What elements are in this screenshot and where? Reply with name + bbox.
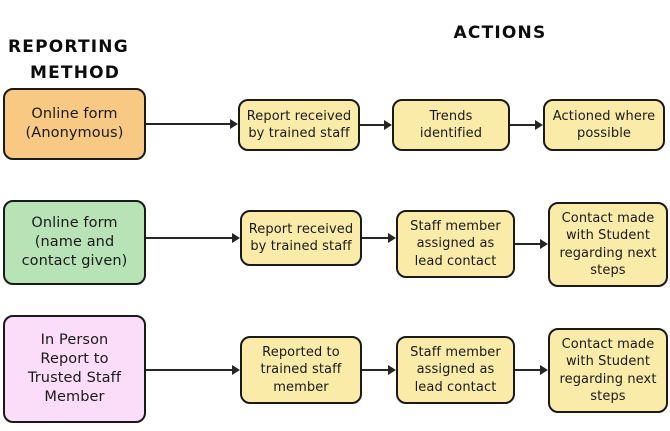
method-node-online-form-named[interactable]: Online form (name and contact given)	[3, 200, 146, 285]
arrow-head-icon	[232, 233, 240, 243]
arrow-row3-method-to-action1	[146, 364, 240, 376]
arrow-row2-action1-to-action2	[362, 232, 396, 244]
action-node-r3-contact-made-with-student[interactable]: Contact made with Student regarding next…	[548, 328, 668, 413]
action-node-r2-staff-member-assigned[interactable]: Staff member assigned as lead contact	[396, 210, 515, 278]
arrow-head-icon	[540, 365, 548, 375]
arrow-shaft	[146, 123, 231, 125]
arrow-head-icon	[384, 120, 392, 130]
method-node-online-form-anonymous[interactable]: Online form (Anonymous)	[3, 88, 146, 160]
arrow-row1-action1-to-action2	[360, 119, 392, 131]
arrow-row3-action1-to-action2	[362, 364, 396, 376]
arrow-shaft	[515, 369, 541, 371]
arrow-head-icon	[232, 365, 240, 375]
action-node-r3-reported-to-trained-staff[interactable]: Reported to trained staff member	[240, 336, 362, 404]
method-node-in-person-report[interactable]: In Person Report to Trusted Staff Member	[3, 315, 146, 423]
arrow-shaft	[515, 243, 541, 245]
column-heading-reporting-method: REPORTING METHOD	[8, 8, 208, 112]
arrow-head-icon	[388, 365, 396, 375]
arrow-shaft	[146, 369, 233, 371]
arrow-shaft	[362, 237, 389, 239]
action-node-r1-actioned-where-possible[interactable]: Actioned where possible	[543, 99, 665, 151]
arrow-head-icon	[230, 119, 238, 129]
arrow-head-icon	[540, 239, 548, 249]
arrow-head-icon	[388, 233, 396, 243]
arrow-row1-action2-to-action3	[510, 119, 543, 131]
action-node-r1-report-received[interactable]: Report received by trained staff	[238, 99, 360, 151]
arrow-shaft	[360, 124, 385, 126]
heading-reporting-method-line2: METHOD	[30, 63, 121, 83]
heading-reporting-method-line1: REPORTING	[8, 37, 129, 57]
action-node-r2-contact-made-with-student[interactable]: Contact made with Student regarding next…	[548, 202, 668, 287]
arrow-shaft	[510, 124, 536, 126]
action-node-r1-trends-identified[interactable]: Trends identified	[392, 99, 510, 151]
arrow-row1-method-to-action1	[146, 118, 238, 130]
arrow-head-icon	[535, 120, 543, 130]
action-node-r2-report-received[interactable]: Report received by trained staff	[240, 210, 362, 266]
arrow-shaft	[362, 369, 389, 371]
column-heading-actions: ACTIONS	[453, 23, 547, 43]
arrow-row2-method-to-action1	[146, 232, 240, 244]
arrow-row3-action2-to-action3	[515, 364, 548, 376]
arrow-shaft	[146, 237, 233, 239]
action-node-r3-staff-member-assigned[interactable]: Staff member assigned as lead contact	[396, 336, 515, 404]
arrow-row2-action2-to-action3	[515, 238, 548, 250]
